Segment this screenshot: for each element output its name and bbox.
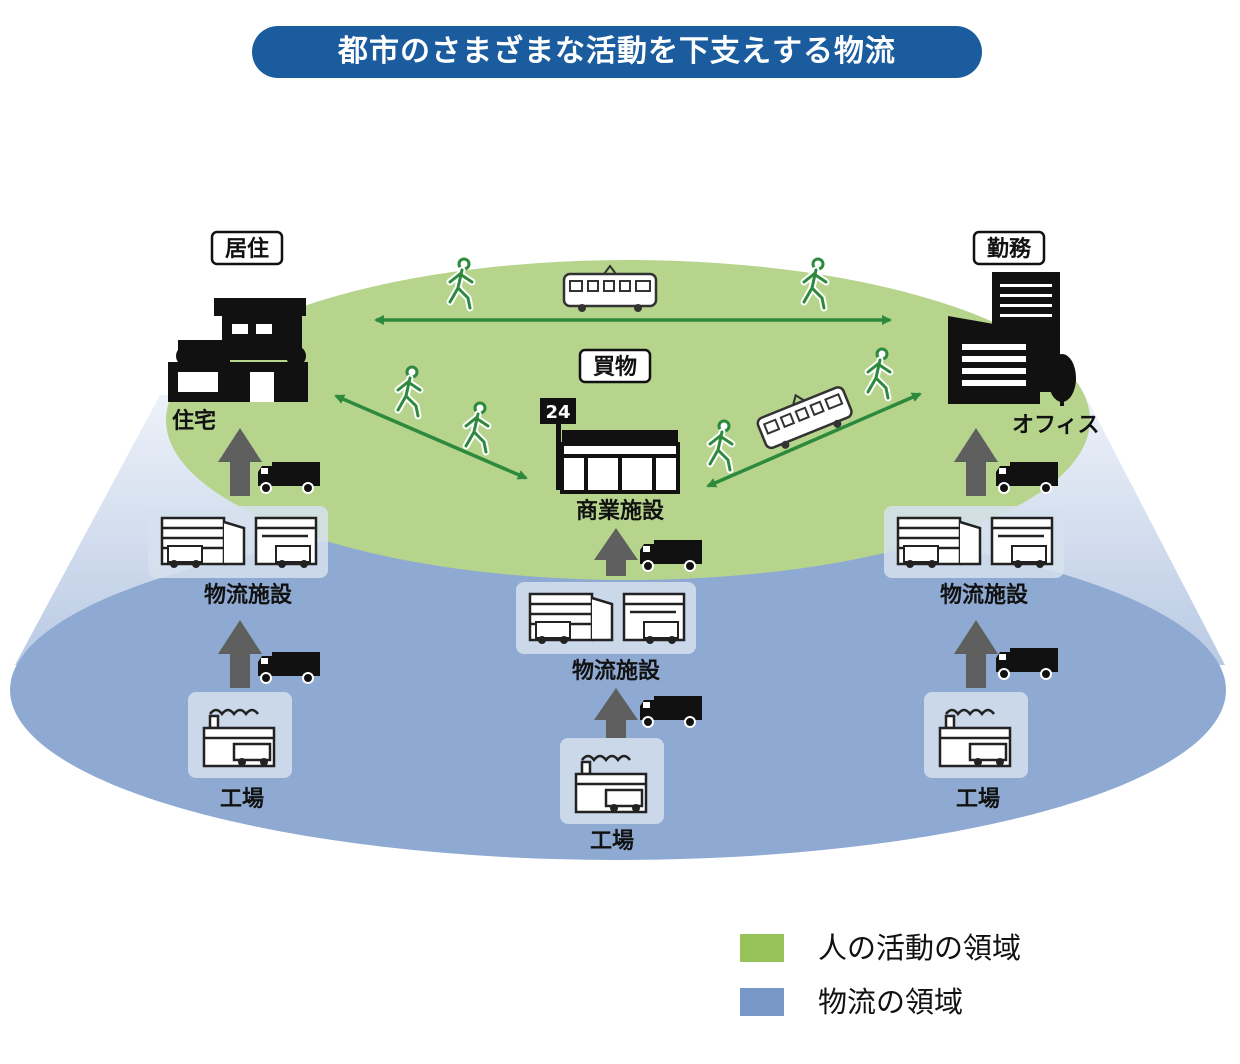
- human-activity-area: [166, 260, 1090, 580]
- legend-label-human: 人の活動の領域: [818, 931, 1022, 965]
- logistics-area: [10, 520, 1226, 860]
- office-label: オフィス: [1012, 413, 1100, 438]
- up-arrows: [218, 428, 998, 738]
- factory-label-left: 工場: [220, 787, 264, 812]
- up-arrow: [218, 428, 262, 496]
- legend-label-logistics: 物流の領域: [818, 985, 964, 1019]
- factory-icon: [922, 690, 1030, 780]
- legend-swatch-human: [740, 934, 784, 962]
- up-arrow: [954, 620, 998, 688]
- legend-item-human: 人の活動の領域: [740, 930, 1160, 970]
- arrow-residence-store: [334, 394, 528, 480]
- up-arrow: [594, 528, 638, 576]
- store-label: 商業施設: [576, 498, 665, 524]
- legend-swatch-logistics: [740, 988, 784, 1016]
- zone-work: 勤務: [972, 230, 1046, 266]
- office-icon: [948, 272, 1076, 406]
- train-icon: [562, 264, 658, 314]
- logistics-label-left: 物流施設: [204, 582, 293, 608]
- svg-text:24: 24: [545, 402, 570, 423]
- up-arrow: [218, 620, 262, 688]
- logistics-label-right: 物流施設: [940, 582, 1029, 608]
- house-icon: [168, 298, 308, 402]
- house-label: 住宅: [172, 408, 216, 434]
- up-arrow: [954, 428, 998, 496]
- factory-icon: [558, 736, 666, 826]
- arrow-store-work: [706, 392, 922, 488]
- zone-shopping: 買物: [578, 348, 652, 384]
- svg-text:居住: 居住: [225, 236, 269, 262]
- svg-text:買物: 買物: [593, 354, 637, 380]
- warehouse-icon: [146, 504, 330, 580]
- legend-item-logistics: 物流の領域: [740, 984, 1160, 1024]
- warehouse-icon: [882, 504, 1066, 580]
- svg-text:勤務: 勤務: [987, 236, 1032, 262]
- store-icon: 24: [540, 398, 680, 494]
- zone-residence: 居住: [210, 230, 284, 266]
- factory-label-center: 工場: [590, 829, 634, 854]
- up-arrow: [594, 688, 638, 738]
- warehouse-icon: [514, 580, 698, 656]
- logistics-label-center: 物流施設: [572, 658, 661, 684]
- factory-icon: [186, 690, 294, 780]
- factory-label-right: 工場: [956, 787, 1000, 812]
- diagram-title: 都市のさまざまな活動を下支えする物流: [252, 26, 982, 78]
